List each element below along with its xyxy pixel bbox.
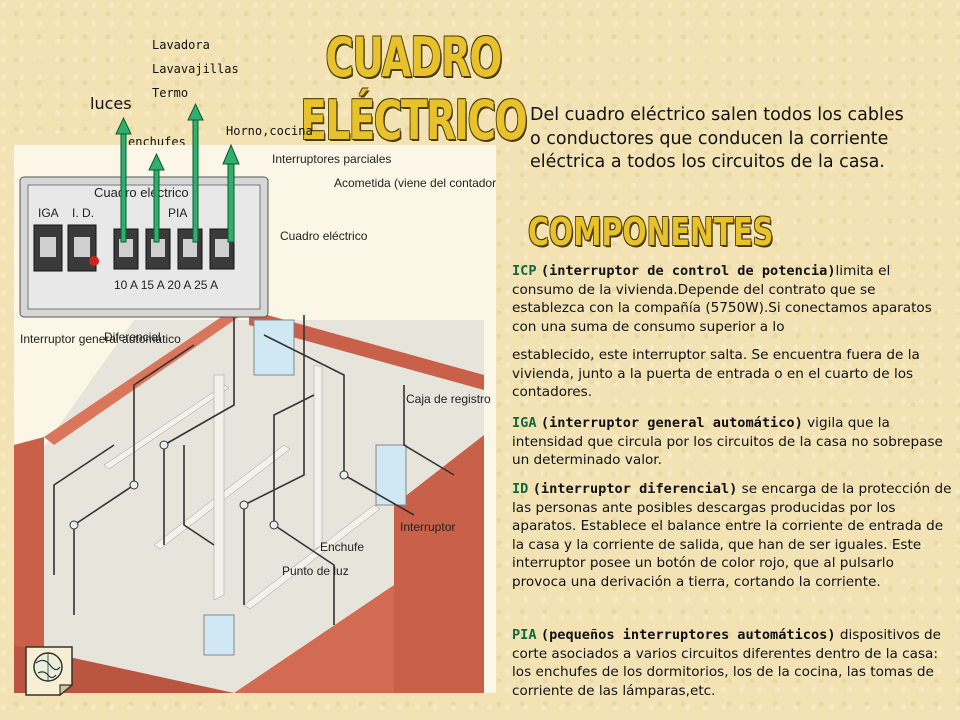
term-iga: IGA bbox=[512, 415, 537, 431]
component-iga: IGA (interruptor general automático) vig… bbox=[512, 414, 952, 470]
label-interruptor-general: Interruptor general automático bbox=[20, 332, 181, 346]
panel-id: I. D. bbox=[72, 206, 94, 220]
label-diferencial: Diferencial bbox=[104, 330, 161, 344]
label-luces: luces bbox=[90, 94, 132, 113]
def-iga: (interruptor general automático) bbox=[540, 415, 803, 431]
id-test-button bbox=[89, 256, 99, 266]
label-cuadro-electrico: Cuadro eléctrico bbox=[280, 229, 368, 243]
label-lavavajillas: Lavavajillas bbox=[152, 62, 239, 76]
component-pia: PIA (pequeños interruptores automáticos)… bbox=[512, 626, 952, 700]
text-iga: vigila que la intensidad que circula por… bbox=[512, 415, 943, 469]
globe-page-icon[interactable] bbox=[24, 645, 74, 697]
label-horno-cocina: Horno,cocina bbox=[226, 124, 313, 138]
text-icp-2: establecido, este interruptor salta. Se … bbox=[512, 347, 920, 401]
def-pia: (pequeños interruptores automáticos) bbox=[540, 627, 836, 643]
label-punto-luz: Punto de luz bbox=[282, 564, 349, 578]
term-id: ID bbox=[512, 481, 529, 497]
panel-title: Cuadro eléctrico bbox=[94, 185, 189, 200]
text-pia: dispositivos de corte asociados a varios… bbox=[512, 627, 942, 699]
label-enchufe: Enchufe bbox=[320, 540, 364, 554]
label-interruptores-parciales: Interruptores parciales bbox=[272, 152, 391, 166]
component-id: ID (interruptor diferencial) se encarga … bbox=[512, 480, 952, 592]
label-interruptor: Interruptor bbox=[400, 520, 455, 534]
term-pia: PIA bbox=[512, 627, 537, 643]
panel-ratings: 10 A 15 A 20 A 25 A bbox=[114, 278, 218, 292]
label-caja-registro: Caja de registro bbox=[406, 392, 491, 406]
panel-pia: PIA bbox=[168, 206, 187, 220]
panel-iga: IGA bbox=[38, 206, 59, 220]
label-termo: Termo bbox=[152, 86, 189, 100]
page-title: CUADRO ELÉCTRICO bbox=[300, 26, 527, 152]
house-wiring-illustration: Cuadro eléctrico IGA I. D. PIA 10 A 15 A… bbox=[14, 145, 496, 693]
term-icp: ICP bbox=[512, 263, 537, 279]
text-id: se encarga de la protección de las perso… bbox=[512, 481, 952, 590]
def-icp: (interruptor de control de potencia) bbox=[540, 263, 836, 279]
label-acometida: Acometida (viene del contador, situado f… bbox=[334, 176, 496, 190]
def-id: (interruptor diferencial) bbox=[532, 481, 738, 497]
text-icp: limita el consumo de la vivienda.Depende… bbox=[512, 263, 932, 335]
component-icp: ICP (interruptor de control de potencia)… bbox=[512, 262, 952, 336]
intro-text: Del cuadro eléctrico salen todos los cab… bbox=[530, 105, 904, 172]
label-lavadora: Lavadora bbox=[152, 38, 210, 52]
component-icp-cont: establecido, este interruptor salta. Se … bbox=[512, 346, 952, 402]
components-heading: COMPONENTES bbox=[528, 210, 774, 254]
